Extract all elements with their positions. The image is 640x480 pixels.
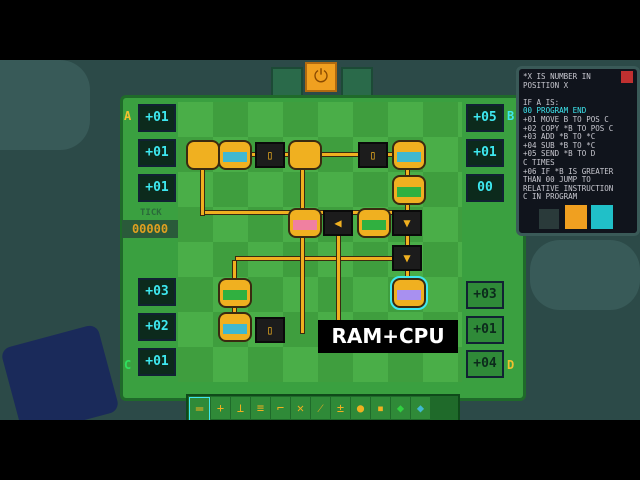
game-scene: ⏻ ▯ ▯ ◀ ▼ ▼ ▯ A B C D +01 +01 +01 TICK 0… bbox=[0, 60, 640, 420]
component-toolbar: ═ + ⊥ ≡ ⌐ ✕ ⁄ ± ● ▪ ◆ ◆ bbox=[186, 394, 460, 420]
add-green-tool[interactable]: ◆ bbox=[391, 397, 410, 419]
info-line: THAN 00 JUMP TO bbox=[523, 175, 591, 185]
info-line: POSITION X bbox=[523, 80, 569, 90]
port-c-label: C bbox=[124, 358, 132, 372]
info-line: C TIMES bbox=[523, 157, 555, 167]
info-line: *X IS NUMBER IN bbox=[523, 72, 591, 81]
register[interactable]: +02 bbox=[138, 313, 176, 341]
tick-counter: 00000 bbox=[122, 220, 178, 238]
move-tool[interactable]: ⌐ bbox=[271, 397, 290, 419]
add-component[interactable] bbox=[392, 175, 426, 205]
direction-component[interactable]: ▼ bbox=[392, 210, 422, 236]
dome-tool[interactable]: ● bbox=[351, 397, 370, 419]
register[interactable]: +01 bbox=[466, 139, 504, 167]
save-slot-orange-icon[interactable] bbox=[565, 205, 587, 229]
tick-label: TICK bbox=[140, 208, 162, 218]
close-icon[interactable] bbox=[621, 71, 633, 83]
stop-button[interactable] bbox=[341, 67, 373, 97]
add-component[interactable] bbox=[357, 208, 391, 238]
plus-minus-tool[interactable]: ± bbox=[331, 397, 350, 419]
port-a-label: A bbox=[124, 109, 132, 123]
register[interactable]: +01 bbox=[138, 139, 176, 167]
gate-component[interactable]: ▯ bbox=[358, 142, 388, 168]
register-d[interactable]: +04 bbox=[466, 350, 504, 378]
instruction-panel: *X IS NUMBER IN POSITION X IF A IS: 00 P… bbox=[516, 66, 640, 236]
copy-component[interactable] bbox=[218, 140, 252, 170]
lock-tool[interactable]: ▪ bbox=[371, 397, 390, 419]
port-b-label: B bbox=[507, 109, 515, 123]
register[interactable]: +03 bbox=[138, 278, 176, 306]
wire-tool[interactable]: ═ bbox=[189, 397, 210, 420]
register-c[interactable]: +01 bbox=[138, 348, 176, 376]
copy-blue-tool[interactable]: ◆ bbox=[411, 397, 430, 419]
copy-component[interactable] bbox=[218, 312, 252, 342]
memory-node[interactable] bbox=[186, 140, 220, 170]
add-component[interactable] bbox=[218, 278, 252, 308]
background-machine bbox=[530, 240, 640, 310]
save-icon[interactable] bbox=[539, 209, 559, 229]
port-d-label: D bbox=[507, 358, 515, 372]
register-b[interactable]: +05 bbox=[466, 104, 504, 132]
register[interactable]: +03 bbox=[466, 281, 504, 309]
cross-tool[interactable]: + bbox=[211, 397, 230, 419]
wire bbox=[300, 152, 305, 334]
register[interactable]: 00 bbox=[466, 174, 504, 202]
memory-node[interactable] bbox=[288, 140, 322, 170]
info-line: +05 SEND *B TO D bbox=[523, 149, 596, 159]
delete-tool[interactable]: ✕ bbox=[291, 397, 310, 419]
direction-component[interactable]: ◀ bbox=[323, 210, 353, 236]
stack-tool[interactable]: ≡ bbox=[251, 397, 270, 419]
info-line: +01 MOVE B TO POS C bbox=[523, 114, 609, 124]
copy-component[interactable] bbox=[392, 140, 426, 170]
save-slot-cyan-icon[interactable] bbox=[591, 205, 613, 229]
info-line: 00 PROGRAM END bbox=[523, 106, 587, 116]
diagonal-tool[interactable]: ⁄ bbox=[311, 397, 330, 419]
sub-component[interactable] bbox=[288, 208, 322, 238]
gate-component[interactable]: ▯ bbox=[255, 317, 285, 343]
caption-overlay: RAM+CPU bbox=[318, 320, 458, 353]
info-line: IF A IS: bbox=[523, 97, 560, 107]
direction-component[interactable]: ▼ bbox=[392, 245, 422, 271]
background-machine bbox=[0, 60, 90, 150]
register-a[interactable]: +01 bbox=[138, 104, 176, 132]
gate-component[interactable]: ▯ bbox=[255, 142, 285, 168]
info-line: +06 IF *B IS GREATER bbox=[523, 166, 614, 176]
jump-component-selected[interactable] bbox=[390, 276, 428, 310]
pause-button[interactable] bbox=[271, 67, 303, 97]
register[interactable]: +01 bbox=[138, 174, 176, 202]
wire bbox=[235, 256, 407, 261]
info-line: +04 SUB *B TO *C bbox=[523, 140, 596, 150]
power-button[interactable]: ⏻ bbox=[305, 62, 337, 92]
info-line: C IN PROGRAM bbox=[523, 192, 578, 202]
pin-tool[interactable]: ⊥ bbox=[231, 397, 250, 419]
info-line: RELATIVE INSTRUCTION bbox=[523, 183, 614, 193]
register[interactable]: +01 bbox=[466, 316, 504, 344]
background-keypad bbox=[0, 323, 120, 420]
info-line: +03 ADD *B TO *C bbox=[523, 132, 596, 142]
info-line: +02 COPY *B TO POS C bbox=[523, 123, 614, 133]
